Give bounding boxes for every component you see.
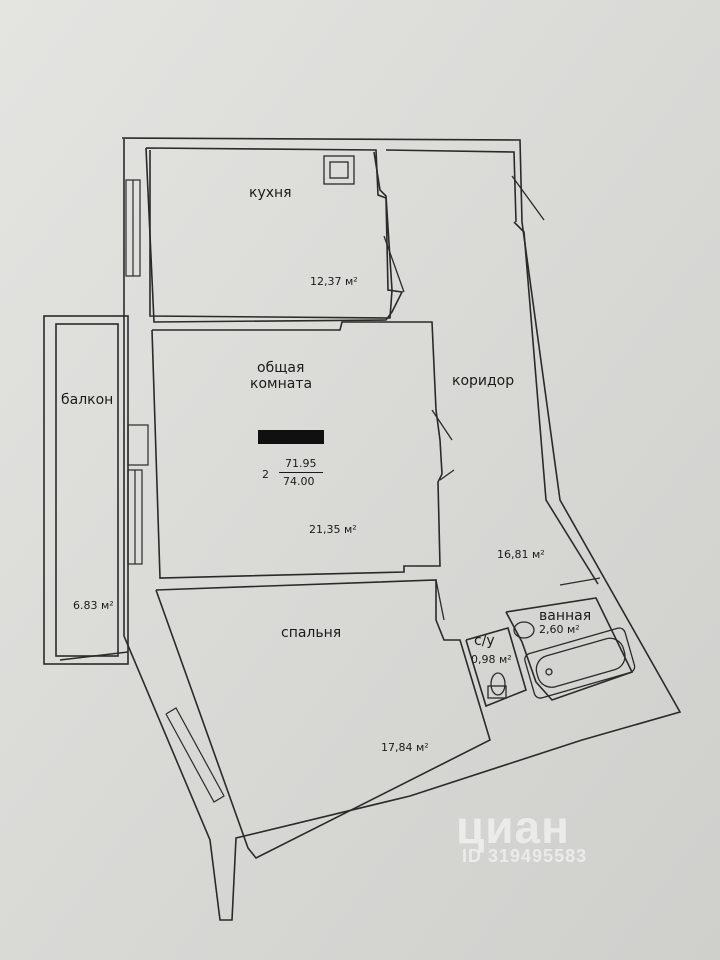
area-total: 74.00 [283, 475, 315, 488]
living-label-line1: общая [257, 360, 305, 376]
kitchen-area: 12,37 м² [310, 275, 358, 288]
bedroom-label: спальня [281, 625, 342, 641]
rooms-count: 2 [262, 468, 269, 481]
toilet-tank [487, 685, 507, 699]
living-door-lower [439, 469, 455, 481]
ventilation-shaft-inner [329, 161, 349, 179]
doors [383, 175, 601, 621]
bedroom-wall [155, 579, 491, 860]
watermark-logo: циан [456, 801, 570, 853]
kitchen-label: кухня [249, 185, 292, 201]
living-label-line2: комната [250, 376, 313, 392]
fixtures [323, 155, 636, 699]
outer-wall [121, 137, 682, 921]
watermark-id: ID 319495583 [462, 846, 588, 866]
balcony-bottom-rail [59, 651, 129, 661]
fraction-line [279, 472, 323, 473]
toilet-area: 0,98 м² [471, 653, 512, 666]
bathroom-label: ванная [539, 608, 592, 624]
corridor-right-wall [513, 221, 599, 585]
balcony-label: балкон [61, 392, 114, 408]
toilet-label: с/у [474, 633, 495, 649]
kitchen-wall [149, 150, 393, 319]
bathtub [524, 627, 636, 699]
corridor-upper-wall [385, 149, 517, 223]
balcony-door-frame [127, 424, 149, 466]
corridor-area: 16,81 м² [497, 548, 545, 561]
bedroom-area: 17,84 м² [381, 741, 429, 754]
corridor-label: коридор [452, 373, 515, 389]
bathroom-area: 2,60 м² [539, 623, 580, 636]
windows [125, 179, 225, 803]
toilet-icon [490, 672, 506, 696]
balcony-inner [55, 323, 119, 657]
area-living: 71.95 [285, 457, 317, 470]
kitchen-door [383, 235, 405, 293]
entry-door [511, 175, 545, 221]
toilet-wall [465, 627, 527, 708]
living-area: 21,35 м² [309, 523, 357, 536]
living-wall [151, 321, 443, 579]
sink-icon [513, 621, 535, 639]
balcony-area: 6.83 м² [73, 599, 114, 612]
walls [43, 137, 682, 921]
bathroom-wall [505, 597, 634, 701]
ventilation-shaft [323, 155, 355, 185]
living-door-upper [431, 409, 453, 441]
redaction-bar [258, 430, 324, 444]
bathroom-door [559, 577, 601, 586]
bedroom-door [435, 579, 445, 621]
bedroom-window [165, 707, 225, 803]
